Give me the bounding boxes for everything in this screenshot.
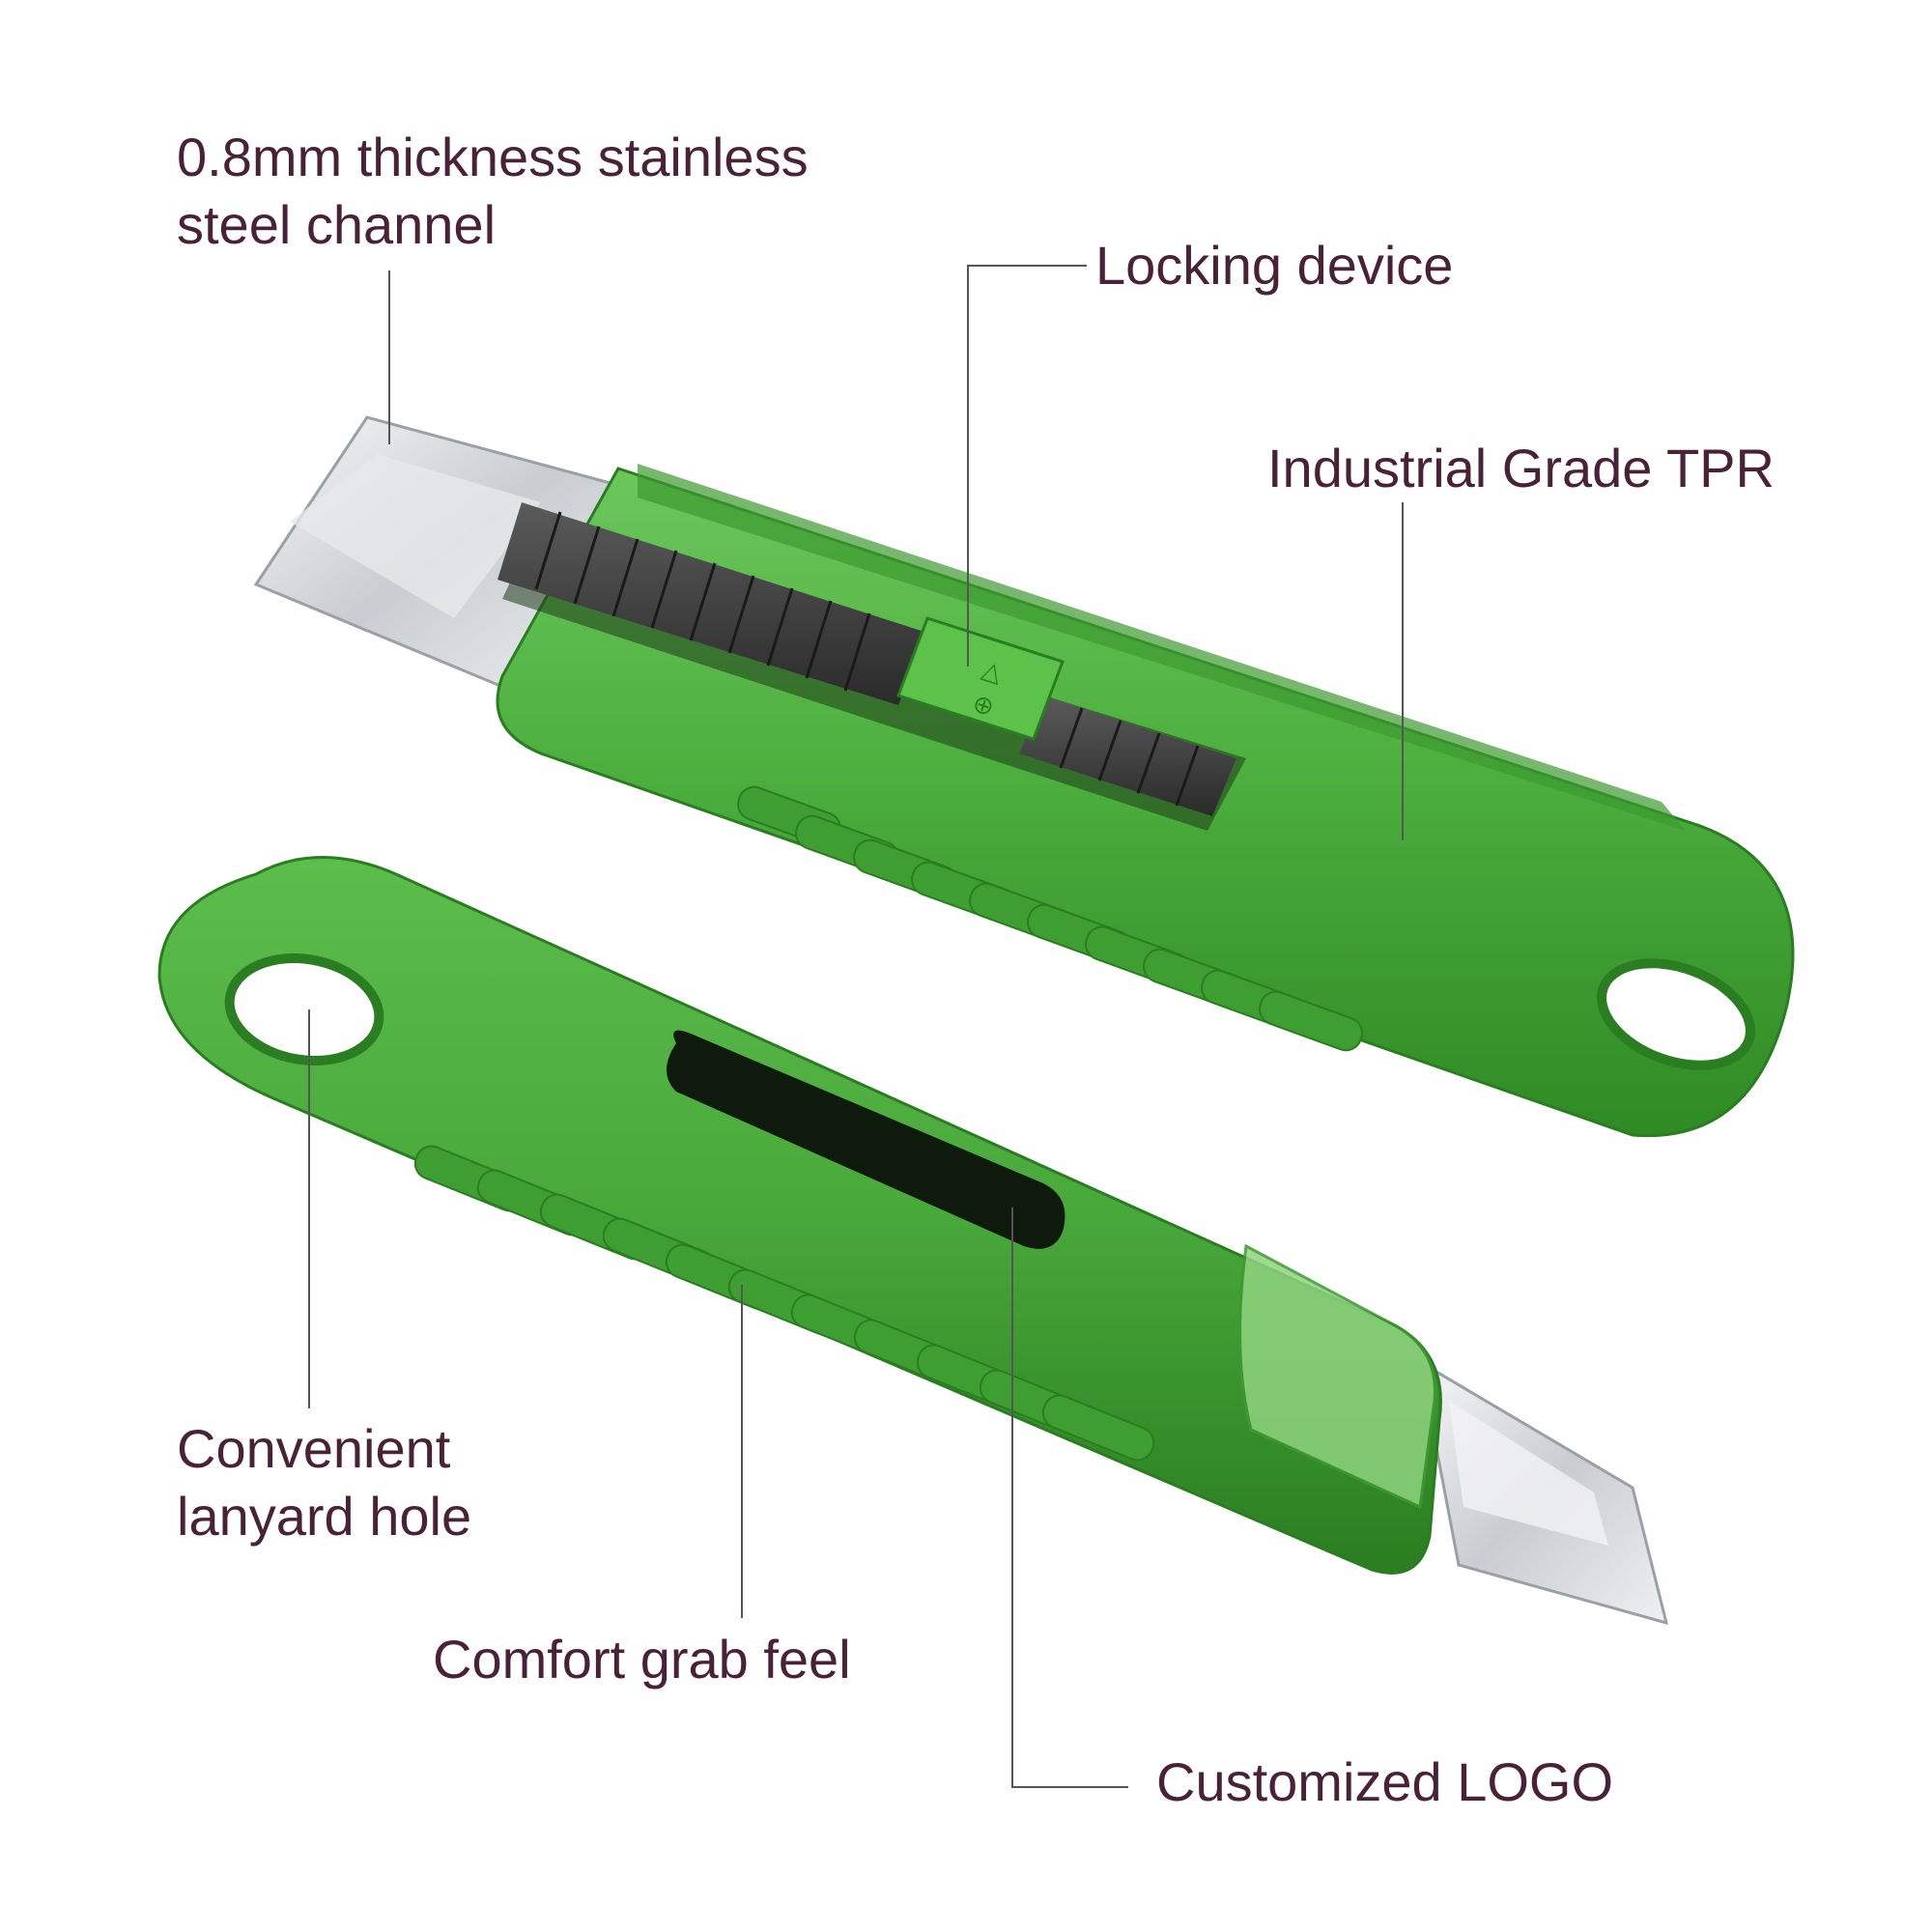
callout-lanyard-hole: Convenient lanyard hole [177, 1415, 471, 1550]
bottom-handle [157, 856, 1442, 1575]
logo-slot [667, 1030, 1065, 1249]
callout-customized-logo: Customized LOGO [1156, 1748, 1613, 1816]
callout-locking-device: Locking device [1095, 232, 1453, 299]
leader-locking-device [967, 265, 1087, 667]
callout-comfort-grab-text: Comfort grab feel [433, 1629, 851, 1690]
locking-button [896, 616, 1065, 741]
top-cutter: △ ⊕ [253, 415, 1795, 1138]
callout-lanyard-hole-line-2: lanyard hole [177, 1486, 472, 1547]
leader-customized-logo [1011, 1208, 1128, 1788]
top-lanyard-hole [1597, 958, 1755, 1070]
bottom-lanyard-hole [224, 953, 384, 1065]
callout-customized-logo-text: Customized LOGO [1156, 1751, 1614, 1812]
top-slider [497, 502, 1236, 816]
callout-tpr: Industrial Grade TPR [1267, 435, 1775, 502]
callout-comfort-grab: Comfort grab feel [433, 1626, 851, 1693]
leader-lines [308, 265, 1404, 1788]
callout-locking-device-text: Locking device [1095, 235, 1454, 296]
callout-steel-channel: 0.8mm thickness stainless steel channel [177, 124, 809, 259]
callout-steel-channel-line-2: steel channel [177, 194, 497, 255]
callout-steel-channel-line-1: 0.8mm thickness stainless [177, 127, 809, 187]
callout-tpr-text: Industrial Grade TPR [1267, 438, 1775, 498]
callout-lanyard-hole-line-1: Convenient [177, 1418, 451, 1479]
bottom-cutter [157, 856, 1669, 1626]
